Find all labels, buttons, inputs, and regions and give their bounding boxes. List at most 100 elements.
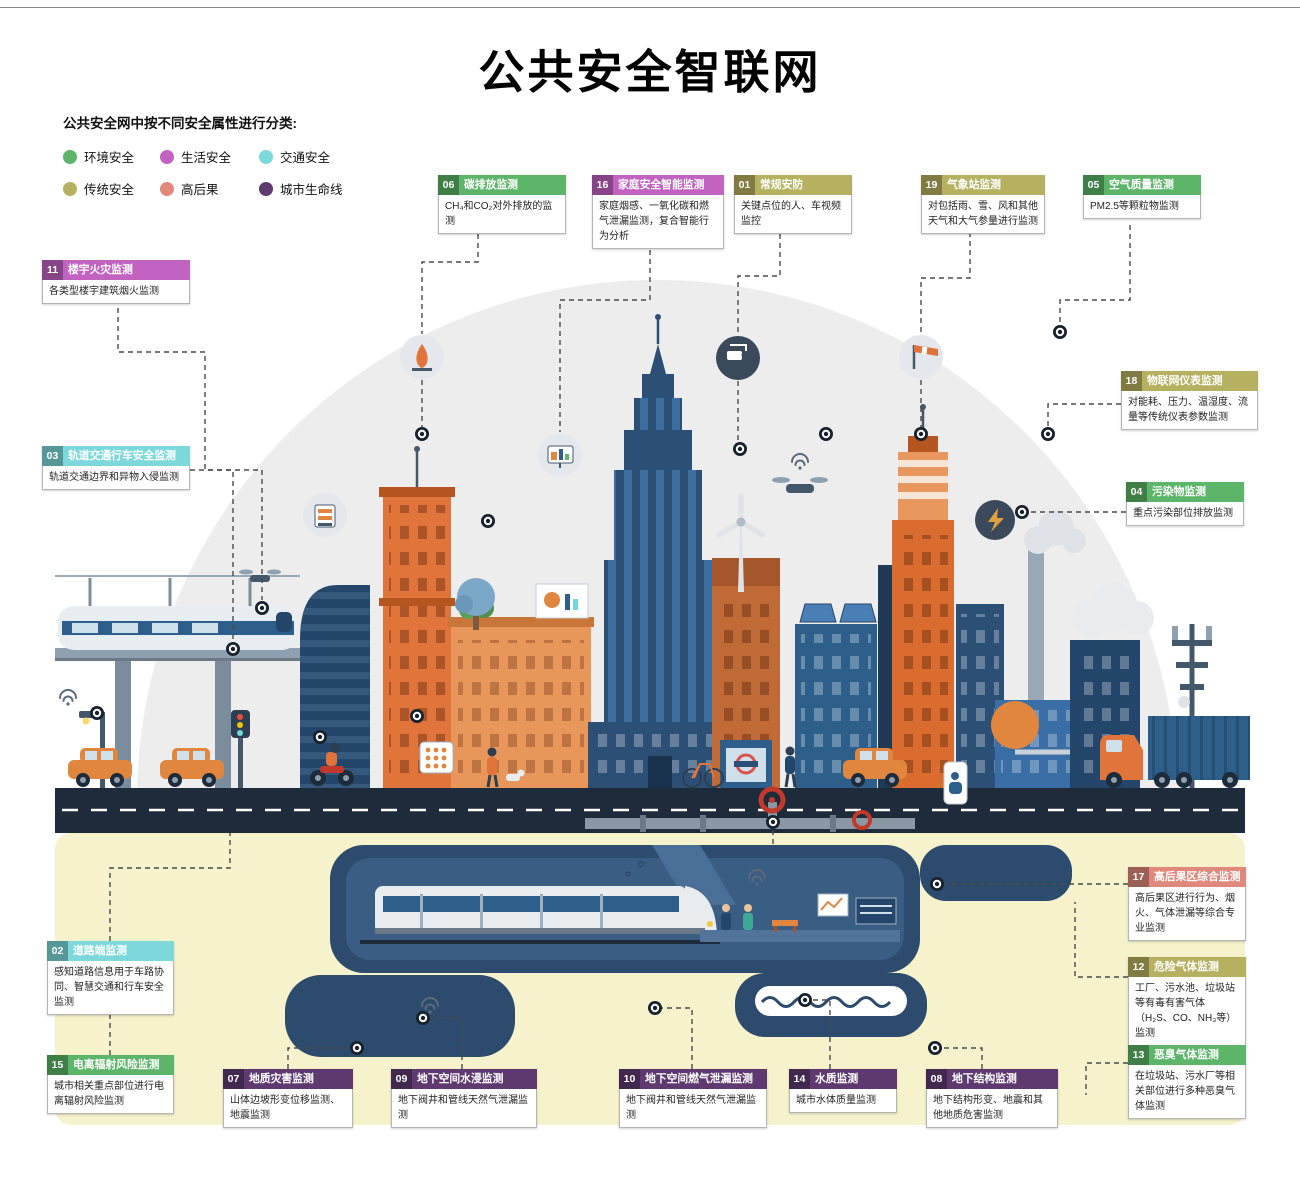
valve-wheel [852, 810, 872, 830]
pedestrian [784, 746, 797, 788]
callout-body: 各类型楼宇建筑烟火监测 [42, 280, 190, 304]
callout-number: 17 [1128, 867, 1149, 887]
callout-title: 水质监测 [815, 1073, 859, 1085]
camera-icon [716, 336, 760, 380]
legend-color-dot [160, 181, 174, 196]
pipeline [585, 786, 915, 832]
callout-title: 轨道交通行车安全监测 [68, 450, 176, 462]
callout-number: 15 [47, 1055, 68, 1075]
water-blob [735, 973, 927, 1037]
callout-title: 地下空间燃气泄漏监测 [645, 1073, 753, 1085]
wind-turbine [716, 493, 766, 592]
battery-icon [303, 493, 347, 537]
connector-lines [109, 225, 1131, 1095]
callout-number: 18 [1121, 371, 1142, 391]
drone-icon [772, 453, 828, 493]
legend-label: 高后果 [181, 183, 219, 197]
callout-body: 城市相关重点部位进行电离辐射风险监测 [47, 1075, 174, 1114]
callout-body: 城市水体质量监测 [789, 1089, 897, 1113]
callout-number: 09 [391, 1069, 412, 1089]
callout-body: 轨道交通边界和异物入侵监测 [42, 466, 190, 490]
callout-body: 高后果区进行行为、烟火、气体泄漏等综合专业监测 [1128, 887, 1246, 941]
callout-body: 工厂、污水池、垃圾站等有毒有害气体（H₂S、CO、NH₃等）监测 [1128, 977, 1246, 1046]
callout-number: 05 [1083, 175, 1104, 195]
skyline [300, 314, 1212, 788]
callout-number: 14 [789, 1069, 810, 1089]
legend-item-environment: 环境安全 [63, 147, 160, 166]
callout-body: 地下结构形变、地震和其他地质危害监测 [926, 1089, 1058, 1128]
building-central-tower [588, 314, 728, 788]
pedestrian [486, 747, 525, 788]
legend-item-high-consequence: 高后果 [160, 179, 259, 198]
legend-item-lifeline: 城市生命线 [259, 179, 379, 198]
callout-body: 对能耗、压力、温湿度、流量等传统仪表参数监测 [1121, 391, 1258, 430]
legend-label: 生活安全 [181, 151, 232, 165]
callout-title: 地下空间水浸监测 [417, 1073, 504, 1085]
callout-title: 常规安防 [760, 179, 804, 191]
callout-title: 道路端监测 [73, 945, 127, 957]
callout-body: 在垃圾站、污水厂等相关部位进行多种恶臭气体监测 [1128, 1065, 1246, 1119]
drone-icon [239, 569, 281, 582]
callout-title: 气象站监测 [947, 179, 1001, 191]
legend-color-dot [259, 149, 273, 164]
callout-title: 空气质量监测 [1109, 179, 1174, 191]
legend-label: 交通安全 [280, 151, 331, 165]
callout-number: 10 [619, 1069, 640, 1089]
callout-title: 楼宇火灾监测 [68, 264, 133, 276]
legend-label: 传统安全 [84, 183, 135, 197]
windsock-icon [899, 335, 943, 379]
callout-title: 碳排放监测 [464, 179, 518, 191]
underground-blob-left [285, 975, 515, 1057]
callout-13-odor-gas: 13 恶臭气体监测 在垃圾站、污水厂等相关部位进行多种恶臭气体监测 [1128, 1045, 1246, 1119]
monorail-train [58, 606, 298, 650]
callout-body: CH₄和CO₂对外排放的监测 [438, 195, 566, 234]
callout-title: 电离辐射风险监测 [73, 1059, 160, 1071]
callout-title: 地下结构监测 [952, 1073, 1017, 1085]
callout-body: 关键点位的人、车视频监控 [734, 195, 852, 234]
building-midrise-orange [448, 583, 594, 788]
gas-sensor-icon [400, 335, 444, 379]
callout-title: 危险气体监测 [1154, 961, 1219, 973]
callout-body: 重点污染部位排放监测 [1126, 502, 1244, 526]
legend: 环境安全 生活安全 交通安全 传统安全 高后果 城市生命线 [63, 147, 379, 198]
callout-14-water-quality: 14 水质监测 城市水体质量监测 [789, 1069, 897, 1113]
building-clock-tower [892, 404, 954, 788]
page-title: 公共安全智联网 [478, 46, 822, 98]
traffic-light [231, 710, 250, 788]
callout-body: 感知道路信息用于车路协同、智慧交通和行车安全监测 [47, 961, 174, 1015]
building-orange-tower [379, 446, 455, 788]
legend-caption: 公共安全网中按不同安全属性进行分类: [63, 116, 297, 131]
callout-title: 恶臭气体监测 [1154, 1049, 1219, 1061]
callout-15-radiation: 15 电离辐射风险监测 城市相关重点部位进行电离辐射风险监测 [47, 1055, 174, 1114]
callout-title: 高后果区综合监测 [1154, 871, 1241, 883]
callout-number: 12 [1128, 957, 1149, 977]
callout-body: 地下阀井和管线天然气泄漏监测 [391, 1089, 537, 1128]
callout-title: 家庭安全智能监测 [618, 179, 705, 191]
legend-color-dot [63, 149, 77, 164]
platform-people [700, 869, 900, 942]
industrial-plant [991, 510, 1090, 788]
taxi [68, 748, 132, 787]
motorcycle [310, 743, 354, 786]
phone-icon [943, 761, 968, 805]
callout-09-underground-flooding: 09 地下空间水浸监测 地下阀井和管线天然气泄漏监测 [391, 1069, 537, 1128]
callout-number: 13 [1128, 1045, 1149, 1065]
callout-number: 03 [42, 446, 63, 466]
road [55, 788, 1245, 833]
tree [455, 578, 495, 630]
callout-number: 04 [1126, 482, 1147, 502]
callout-number: 19 [921, 175, 942, 195]
legend-label: 环境安全 [84, 151, 135, 165]
